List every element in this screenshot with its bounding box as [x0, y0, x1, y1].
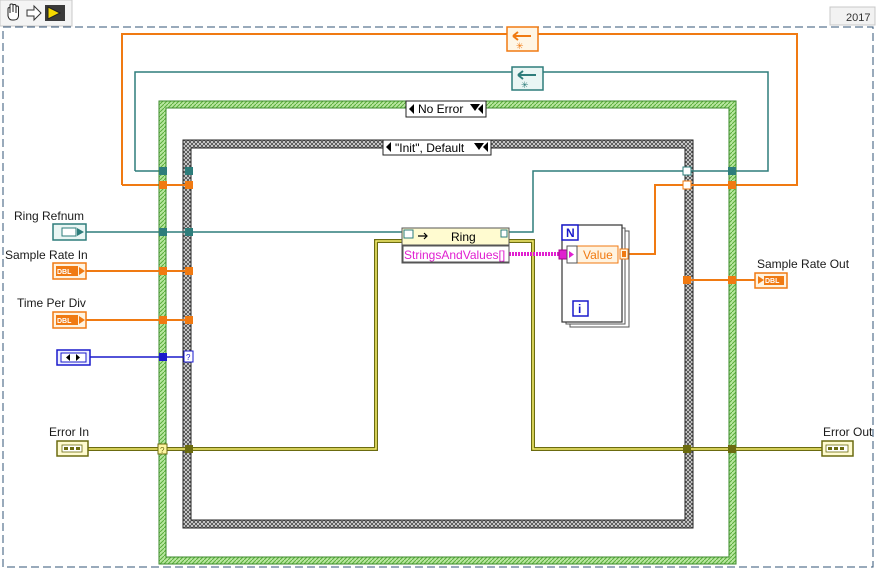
hand-icon[interactable] — [7, 3, 19, 21]
svg-text:?: ? — [186, 353, 191, 362]
version-tab: 2017 — [829, 6, 876, 26]
version-label: 2017 — [846, 12, 870, 24]
ring-refnum-label: Ring Refnum — [14, 209, 84, 223]
sample-rate-in-label: Sample Rate In — [5, 248, 88, 262]
time-per-div-label: Time Per Div — [17, 296, 86, 310]
loop-count-label: N — [566, 226, 575, 240]
error-in-label: Error In — [49, 425, 89, 439]
property-node-title: Ring — [451, 230, 476, 244]
ring-refnum-control[interactable]: Ring Refnum — [14, 209, 87, 241]
property-node-property: StringsAndValues[] — [404, 248, 505, 262]
shift-register-wires — [121, 33, 798, 186]
property-node-ring[interactable]: Ring StringsAndValues[] — [401, 227, 510, 264]
error-in-control[interactable]: Error In — [49, 425, 89, 457]
error-out-label: Error Out — [823, 425, 873, 439]
unbundle-element: Value — [583, 248, 613, 262]
loop-iteration-label: i — [578, 302, 581, 316]
svg-text:✳: ✳ — [516, 41, 524, 51]
feedback-node-dbl[interactable]: ✳ — [506, 26, 539, 52]
case-selector-outer-label: No Error — [418, 102, 463, 116]
diagram-frame — [2, 26, 874, 568]
arrow-icon[interactable] — [26, 4, 42, 22]
run-icon[interactable] — [45, 5, 65, 21]
toolbar — [0, 0, 73, 27]
feedback-node-refnum[interactable]: ✳ — [511, 66, 544, 91]
case-selector-inner-label: "Init", Default — [395, 141, 465, 155]
case-selector-outer[interactable]: No Error — [405, 100, 487, 118]
dbl-type-label: DBL — [57, 269, 72, 276]
svg-text:?: ? — [160, 446, 165, 455]
enum-constant[interactable] — [56, 349, 91, 366]
case-structure-inner[interactable] — [182, 139, 694, 529]
case-selector-inner[interactable]: "Init", Default — [382, 139, 492, 156]
error-out-indicator[interactable]: Error Out — [821, 425, 873, 457]
time-per-div-control[interactable]: Time Per Div DBL — [17, 296, 87, 329]
sample-rate-out-indicator[interactable]: Sample Rate Out DBL — [754, 257, 850, 289]
dbl-type-label-3: DBL — [765, 278, 780, 285]
outer-tunnels: ? — [157, 167, 736, 455]
dbl-type-label-2: DBL — [57, 318, 72, 325]
inner-tunnels: ? — [183, 166, 692, 453]
wires — [86, 170, 822, 451]
sample-rate-out-label: Sample Rate Out — [757, 257, 850, 271]
for-loop[interactable]: N i Value — [558, 224, 630, 328]
sample-rate-in-control[interactable]: Sample Rate In DBL — [5, 248, 88, 280]
svg-text:✳: ✳ — [521, 80, 529, 90]
